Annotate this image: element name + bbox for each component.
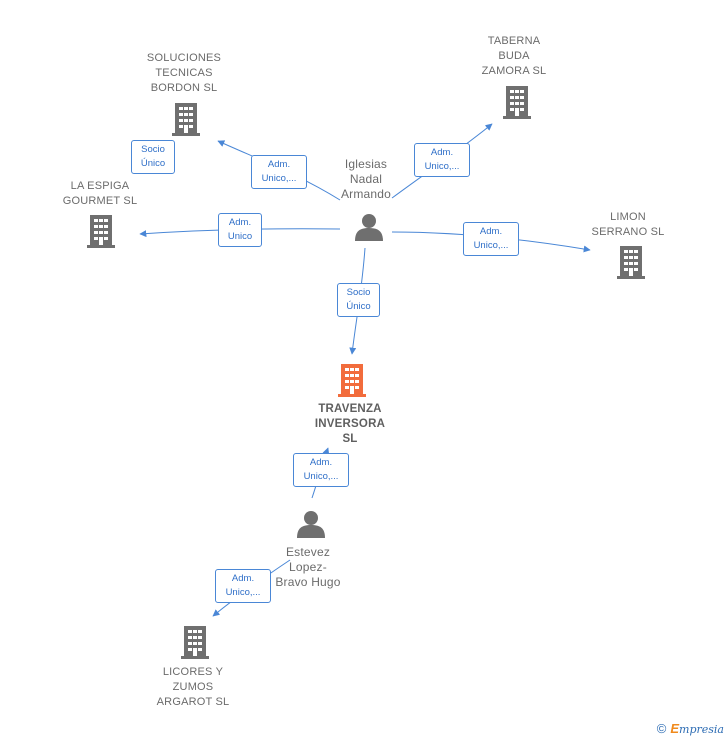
edge-label-adm-travenza[interactable]: Adm. Unico,... (293, 453, 349, 487)
footer-brand[interactable]: © Empresia (657, 721, 724, 736)
building-icon (503, 86, 531, 119)
edge-label-line1: Adm. (228, 217, 252, 228)
brand-logo-text: mpresia (679, 723, 724, 736)
brand-logo-initial: E (670, 721, 680, 736)
person-icon (297, 511, 325, 538)
building-icon (181, 626, 209, 659)
edge-label-line1: Adm. (267, 159, 291, 170)
company-licores-label[interactable]: LICORES Y ZUMOS ARGAROT SL (156, 666, 230, 708)
edge-label-line1: Socio (346, 287, 371, 298)
brand-logo: Empresia (670, 721, 724, 736)
edge-label-line2: Unico,... (261, 173, 297, 184)
edge-label-adm-soluciones[interactable]: Adm. Unico,... (251, 155, 307, 189)
company-limon-label[interactable]: LIMON SERRANO SL (591, 211, 665, 238)
edge-label-line1: Adm. (231, 573, 255, 584)
edge-label-line1: Adm. (479, 226, 503, 237)
copyright-icon: © (656, 721, 667, 736)
edge-label-line2: Unico,... (424, 161, 460, 172)
edge-label-line2: Único (346, 301, 371, 312)
edge-label-line2: Unico,... (303, 471, 339, 482)
person-iglesias-label[interactable]: Iglesias Nadal Armando (340, 157, 392, 201)
edge-label-socio-travenza[interactable]: Socio Único (337, 283, 380, 317)
edge-label-line2: Unico,... (473, 240, 509, 251)
building-icon (617, 246, 645, 279)
edge-label-line1: Adm. (430, 147, 454, 158)
edge-label-adm-taberna[interactable]: Adm. Unico,... (414, 143, 470, 177)
person-icon (355, 214, 383, 241)
edge-label-line1: Socio (141, 144, 165, 155)
edge-label-adm-licores[interactable]: Adm. Unico,... (215, 569, 271, 603)
edge-label-line2: Unico,... (225, 587, 261, 598)
person-estevez-label[interactable]: Estevez Lopez- Bravo Hugo (275, 545, 341, 589)
company-soluciones-label[interactable]: SOLUCIONES TECNICAS BORDON SL (146, 52, 222, 94)
company-taberna-label[interactable]: TABERNA BUDA ZAMORA SL (481, 35, 547, 77)
edge-label-line1: Adm. (309, 457, 333, 468)
focus-building-icon (338, 364, 366, 397)
company-travenza-label[interactable]: TRAVENZA INVERSORA SL (314, 403, 386, 445)
edge-label-adm-limon[interactable]: Adm. Unico,... (463, 222, 519, 256)
edge-label-line2: Unico (227, 231, 253, 242)
building-icon (172, 103, 200, 136)
company-espiga-label[interactable]: LA ESPIGA GOURMET SL (62, 180, 138, 207)
edge-label-socio-soluciones[interactable]: Socio Único (131, 140, 175, 174)
building-icon (87, 215, 115, 248)
edge-label-line2: Único (140, 158, 166, 169)
edge-label-adm-espiga[interactable]: Adm. Unico (218, 213, 262, 247)
